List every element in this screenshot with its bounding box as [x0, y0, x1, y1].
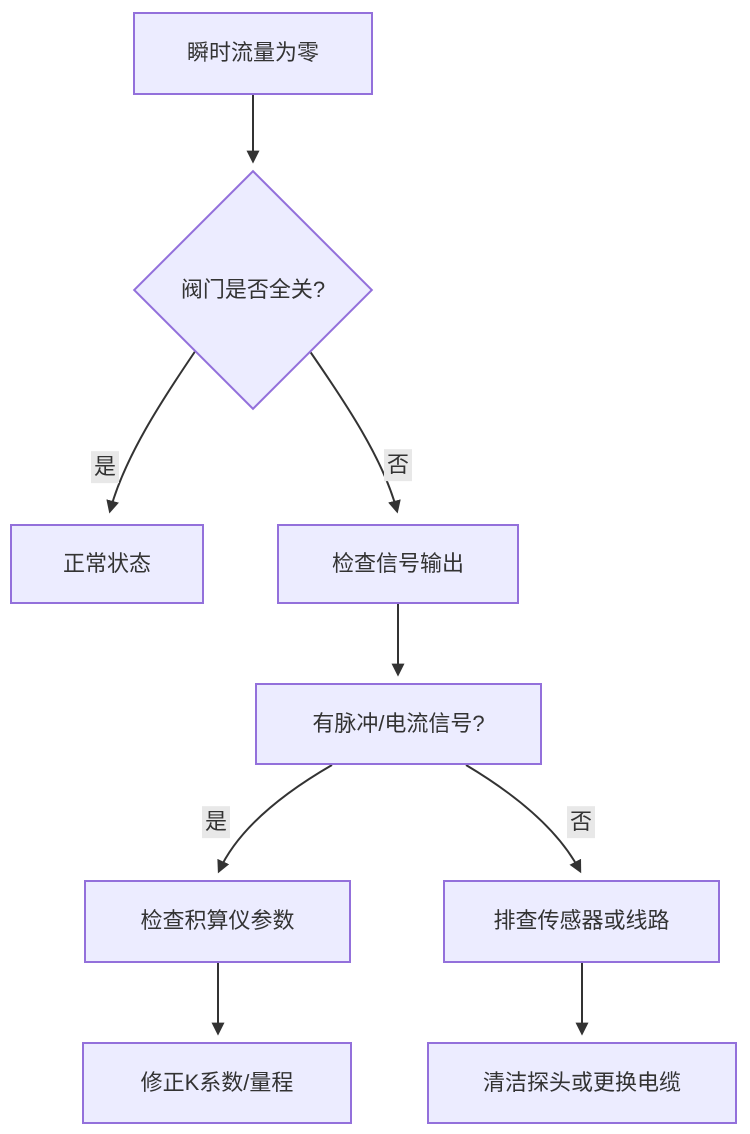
edge-pulse-current-signal-to-check-sensor-wiring [465, 764, 582, 874]
node-pulse-current-signal: 有脉冲/电流信号? [255, 683, 542, 765]
node-valve-fully-closed: 阀门是否全关? [132, 169, 374, 411]
node-fix-k-factor-range: 修正K系数/量程 [82, 1042, 352, 1124]
node-label: 排查传感器或线路 [493, 908, 670, 934]
node-check-signal-output: 检查信号输出 [277, 524, 519, 604]
node-label: 有脉冲/电流信号? [312, 710, 485, 736]
edge-label-no: 否 [566, 806, 596, 838]
node-flow-zero: 瞬时流量为零 [133, 12, 373, 95]
node-label: 检查信号输出 [331, 550, 464, 576]
edge-label-yes: 是 [201, 806, 231, 838]
node-label: 修正K系数/量程 [140, 1069, 294, 1095]
node-label: 瞬时流量为零 [186, 40, 319, 66]
node-label: 清洁探头或更换电缆 [482, 1069, 681, 1095]
node-label: 阀门是否全关? [180, 276, 326, 302]
node-label: 检查积算仪参数 [140, 908, 295, 934]
node-clean-probe-cable: 清洁探头或更换电缆 [427, 1042, 737, 1124]
edge-pulse-current-signal-to-check-totalizer-params [217, 764, 333, 874]
node-check-sensor-wiring: 排查传感器或线路 [443, 880, 720, 963]
edge-label-no: 否 [383, 449, 413, 481]
node-normal-state: 正常状态 [10, 524, 204, 604]
node-check-totalizer-params: 检查积算仪参数 [84, 880, 351, 963]
node-label: 正常状态 [62, 550, 151, 576]
edge-label-yes: 是 [90, 451, 120, 483]
